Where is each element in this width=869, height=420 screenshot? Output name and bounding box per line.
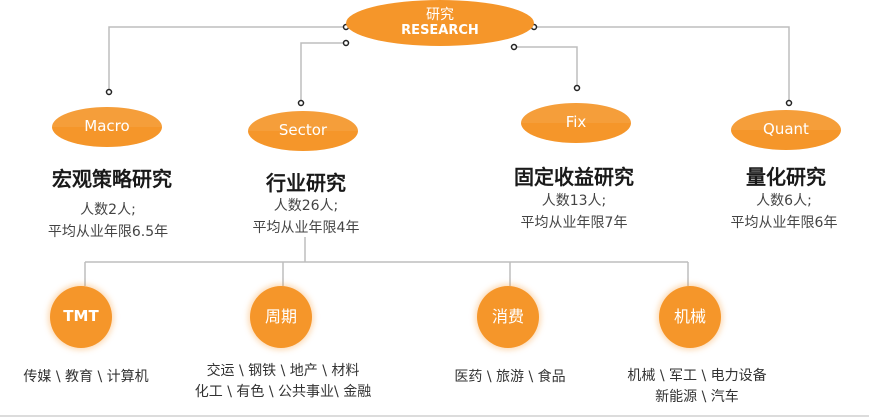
sector-node-machinery: 机械 [659,286,721,348]
sector-label: 周期 [264,306,297,326]
team-node-quant: Quant [731,110,841,150]
sector-desc-consume: 医药 \ 旅游 \ 食品 [454,367,565,388]
sector-desc-machinery: 机械 \ 军工 \ 电力设备 新能源 \ 汽车 [627,366,766,408]
team-headcount: 人数26人; [273,198,339,214]
team-headcount: 人数6人; [756,193,812,209]
team-info-fix: 人数13人; 平均从业年限7年 [521,190,628,234]
dot-fix-end [573,84,581,92]
connector-quant [534,26,790,103]
sector-desc-line: 新能源 \ 汽车 [655,389,739,405]
team-info-sector: 人数26人; 平均从业年限4年 [253,195,360,239]
team-info-macro: 人数2人; 平均从业年限6.5年 [48,199,168,243]
sector-node-tmt: TMT [50,286,112,348]
team-label: Fix [565,113,587,132]
root-node: 研究 RESEARCH [346,0,534,46]
dot-macro-end [105,88,113,96]
team-node-sector: Sector [248,111,358,151]
team-title-quant: 量化研究 [746,165,826,189]
root-title-cn: 研究 [426,7,454,24]
team-title-macro: 宏观策略研究 [52,167,172,191]
sector-desc-line: 化工 \ 有色 \ 公共事业\ 金融 [194,384,372,400]
dot-sector-end [297,99,305,107]
team-label: Macro [84,117,130,136]
bottom-divider [0,415,869,417]
team-label: Sector [278,121,328,140]
sector-label: TMT [63,307,99,326]
sector-desc-line: 机械 \ 军工 \ 电力设备 [627,368,767,384]
team-node-fix: Fix [521,103,631,143]
team-label: Quant [763,120,809,139]
dot-fix [510,43,518,51]
sector-label: 机械 [673,306,706,326]
team-experience: 平均从业年限6.5年 [47,224,169,240]
team-experience: 平均从业年限6年 [730,215,838,231]
sector-desc-cycle: 交运 \ 钢铁 \ 地产 \ 材料 化工 \ 有色 \ 公共事业\ 金融 [195,361,371,403]
team-title-sector: 行业研究 [266,171,346,195]
connector-sector [300,42,346,103]
team-experience: 平均从业年限7年 [520,215,628,231]
sector-desc-line: 医药 \ 旅游 \ 食品 [454,369,566,385]
team-headcount: 人数2人; [80,202,136,218]
connector-macro [108,26,346,92]
team-headcount: 人数13人; [541,193,607,209]
dot-quant-end [785,99,793,107]
root-title-en: RESEARCH [401,22,479,38]
sector-node-cycle: 周期 [250,286,312,348]
sector-label: 消费 [491,306,524,326]
connector-fix [514,46,578,88]
team-node-macro: Macro [52,107,162,147]
team-experience: 平均从业年限4年 [252,220,360,236]
sector-desc-line: 传媒 \ 教育 \ 计算机 [23,369,149,385]
sector-desc-tmt: 传媒 \ 教育 \ 计算机 [23,367,148,388]
dot-sector [342,39,350,47]
team-title-fix: 固定收益研究 [514,165,634,189]
sector-node-consume: 消费 [477,286,539,348]
team-info-quant: 人数6人; 平均从业年限6年 [731,190,838,234]
sector-desc-line: 交运 \ 钢铁 \ 地产 \ 材料 [206,363,360,379]
